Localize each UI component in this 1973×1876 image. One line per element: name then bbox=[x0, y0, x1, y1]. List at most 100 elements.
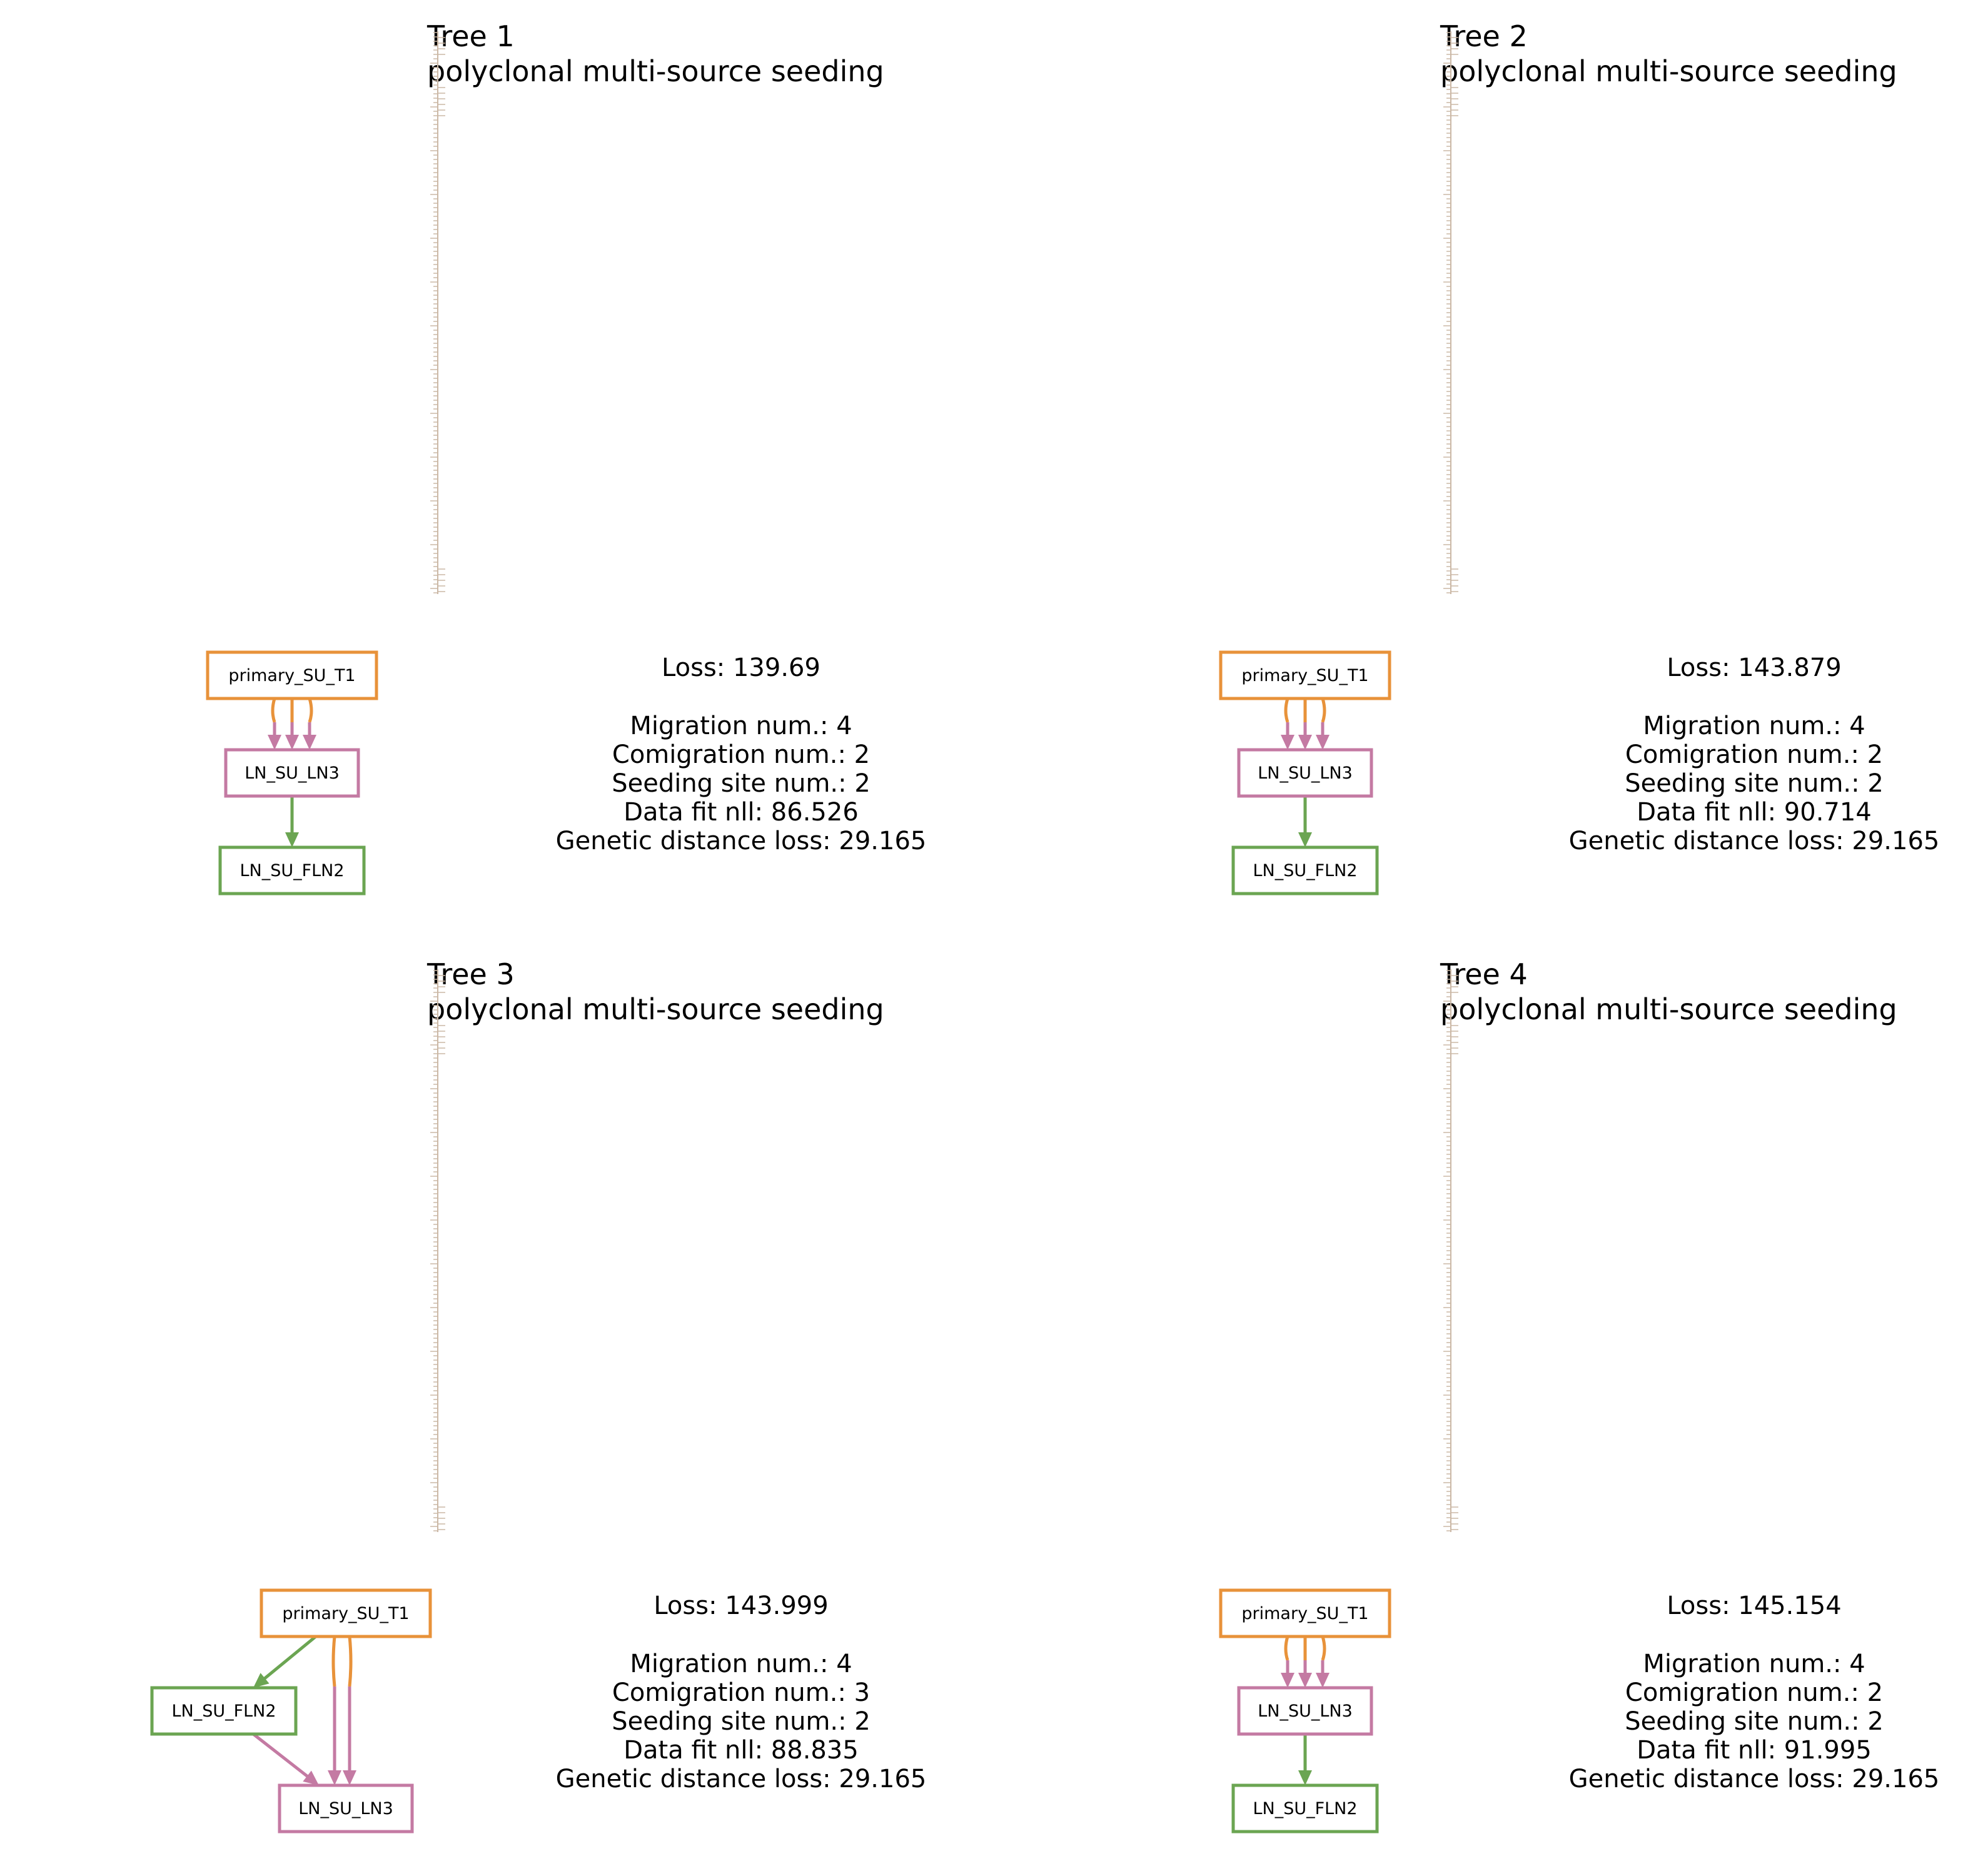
arrow-head bbox=[1281, 1673, 1294, 1688]
node-ln3: LN_SU_LN3 bbox=[278, 1783, 414, 1833]
stat-genetic-distance: Genetic distance loss: 29.165 bbox=[555, 827, 927, 855]
stat-migration: Migration num.: 4 bbox=[1643, 712, 1865, 740]
arrow-head bbox=[1298, 1673, 1312, 1688]
stats-block: Loss: 143.879 Migration num.: 4 Comigrat… bbox=[1535, 653, 1973, 855]
node-ln3: LN_SU_LN3 bbox=[1237, 748, 1373, 798]
stat-comigration: Comigration num.: 2 bbox=[1625, 740, 1884, 769]
tree-title-block: Tree 3 polyclonal multi-source seeding bbox=[427, 957, 884, 1027]
node-ln3: LN_SU_LN3 bbox=[1237, 1686, 1373, 1736]
stat-data-fit: Data fit nll: 86.526 bbox=[623, 798, 859, 827]
arrow-head bbox=[1298, 1770, 1312, 1785]
stat-data-fit: Data fit nll: 90.714 bbox=[1637, 798, 1872, 827]
tree-panel-2: Tree 2 polyclonal multi-source seeding p… bbox=[1013, 0, 1951, 938]
stats-block: Loss: 145.154 Migration num.: 4 Comigrat… bbox=[1535, 1591, 1973, 1793]
node-primary: primary_SU_T1 bbox=[260, 1588, 432, 1638]
arrow-head bbox=[1298, 735, 1312, 750]
node-ln3-label: LN_SU_LN3 bbox=[245, 764, 340, 783]
stat-migration: Migration num.: 4 bbox=[630, 1650, 852, 1678]
stat-loss: Loss: 143.879 bbox=[1667, 653, 1842, 682]
tree-panel-3: Tree 3 polyclonal multi-source seeding p… bbox=[0, 938, 938, 1876]
node-ln3-label: LN_SU_LN3 bbox=[298, 1799, 393, 1818]
node-fln2: LN_SU_FLN2 bbox=[1231, 1783, 1379, 1833]
node-primary-label: primary_SU_T1 bbox=[228, 666, 355, 685]
tree-subtitle: polyclonal multi-source seeding bbox=[427, 992, 884, 1026]
node-fln2-label: LN_SU_FLN2 bbox=[240, 861, 344, 880]
node-ln3: LN_SU_LN3 bbox=[224, 748, 360, 798]
tree-subtitle: polyclonal multi-source seeding bbox=[1440, 54, 1897, 88]
stat-loss: Loss: 145.154 bbox=[1667, 1591, 1842, 1620]
edge-tail bbox=[1284, 1636, 1289, 1661]
edge-tail bbox=[1321, 1636, 1326, 1661]
edge-tail bbox=[308, 698, 313, 723]
tree-subtitle: polyclonal multi-source seeding bbox=[1440, 992, 1897, 1026]
arrow-head bbox=[328, 1770, 341, 1785]
arrow-head bbox=[1316, 1673, 1330, 1688]
node-fln2: LN_SU_FLN2 bbox=[150, 1686, 298, 1736]
stat-seeding-sites: Seeding site num.: 2 bbox=[1625, 769, 1884, 798]
node-fln2-label: LN_SU_FLN2 bbox=[171, 1702, 276, 1721]
stat-loss: Loss: 139.69 bbox=[662, 653, 820, 682]
migration-edge bbox=[261, 1635, 317, 1682]
stat-data-fit: Data fit nll: 88.835 bbox=[623, 1736, 859, 1765]
stat-loss: Loss: 143.999 bbox=[653, 1591, 829, 1620]
stat-migration: Migration num.: 4 bbox=[630, 712, 852, 740]
edge-tail bbox=[348, 1636, 353, 1687]
arrow-head bbox=[1316, 735, 1330, 750]
tree-title-block: Tree 2 polyclonal multi-source seeding bbox=[1440, 19, 1897, 89]
arrow-head bbox=[1281, 735, 1294, 750]
node-fln2: LN_SU_FLN2 bbox=[218, 845, 366, 895]
edge-tail bbox=[271, 698, 276, 723]
node-fln2-label: LN_SU_FLN2 bbox=[1253, 1799, 1357, 1818]
tree-title: Tree 4 bbox=[1440, 957, 1528, 991]
tree-title-block: Tree 4 polyclonal multi-source seeding bbox=[1440, 957, 1897, 1027]
clone-tree-spine bbox=[1443, 31, 1458, 594]
stat-comigration: Comigration num.: 3 bbox=[612, 1678, 870, 1707]
node-primary-label: primary_SU_T1 bbox=[282, 1604, 409, 1623]
clone-tree-spine bbox=[1443, 969, 1458, 1532]
stat-data-fit: Data fit nll: 91.995 bbox=[1637, 1736, 1872, 1765]
stat-comigration: Comigration num.: 2 bbox=[612, 740, 870, 769]
clone-tree-spine bbox=[430, 31, 445, 594]
node-fln2: LN_SU_FLN2 bbox=[1231, 845, 1379, 895]
arrow-head bbox=[1298, 832, 1312, 847]
node-primary: primary_SU_T1 bbox=[1219, 1588, 1391, 1638]
stat-migration: Migration num.: 4 bbox=[1643, 1650, 1865, 1678]
migration-edge bbox=[252, 1733, 310, 1779]
tree-title-block: Tree 1 polyclonal multi-source seeding bbox=[427, 19, 884, 89]
stat-genetic-distance: Genetic distance loss: 29.165 bbox=[1568, 827, 1940, 855]
arrow-head bbox=[285, 735, 299, 750]
edge-tail bbox=[1284, 698, 1289, 723]
stat-seeding-sites: Seeding site num.: 2 bbox=[1625, 1707, 1884, 1736]
stat-seeding-sites: Seeding site num.: 2 bbox=[612, 769, 870, 798]
tree-title: Tree 2 bbox=[1440, 19, 1528, 53]
arrow-head bbox=[268, 735, 281, 750]
node-primary-label: primary_SU_T1 bbox=[1241, 666, 1368, 685]
node-primary: primary_SU_T1 bbox=[1219, 650, 1391, 700]
node-primary: primary_SU_T1 bbox=[206, 650, 378, 700]
stat-seeding-sites: Seeding site num.: 2 bbox=[612, 1707, 870, 1736]
tree-panel-1: Tree 1 polyclonal multi-source seeding p… bbox=[0, 0, 938, 938]
edge-tail bbox=[1321, 698, 1326, 723]
clone-tree-spine bbox=[430, 969, 445, 1532]
tree-title: Tree 1 bbox=[427, 19, 515, 53]
arrow-head bbox=[343, 1770, 356, 1785]
arrow-head bbox=[303, 735, 316, 750]
node-primary-label: primary_SU_T1 bbox=[1241, 1604, 1368, 1623]
arrow-head bbox=[303, 1770, 319, 1785]
node-fln2-label: LN_SU_FLN2 bbox=[1253, 861, 1357, 880]
stat-comigration: Comigration num.: 2 bbox=[1625, 1678, 1884, 1707]
stats-block: Loss: 139.69 Migration num.: 4 Comigrati… bbox=[522, 653, 960, 855]
tree-subtitle: polyclonal multi-source seeding bbox=[427, 54, 884, 88]
stat-genetic-distance: Genetic distance loss: 29.165 bbox=[1568, 1765, 1940, 1793]
node-ln3-label: LN_SU_LN3 bbox=[1258, 764, 1353, 783]
tree-title: Tree 3 bbox=[427, 957, 515, 991]
tree-panel-4: Tree 4 polyclonal multi-source seeding p… bbox=[1013, 938, 1951, 1876]
edge-tail bbox=[331, 1636, 336, 1687]
arrow-head bbox=[253, 1673, 270, 1688]
stat-genetic-distance: Genetic distance loss: 29.165 bbox=[555, 1765, 927, 1793]
node-ln3-label: LN_SU_LN3 bbox=[1258, 1702, 1353, 1721]
